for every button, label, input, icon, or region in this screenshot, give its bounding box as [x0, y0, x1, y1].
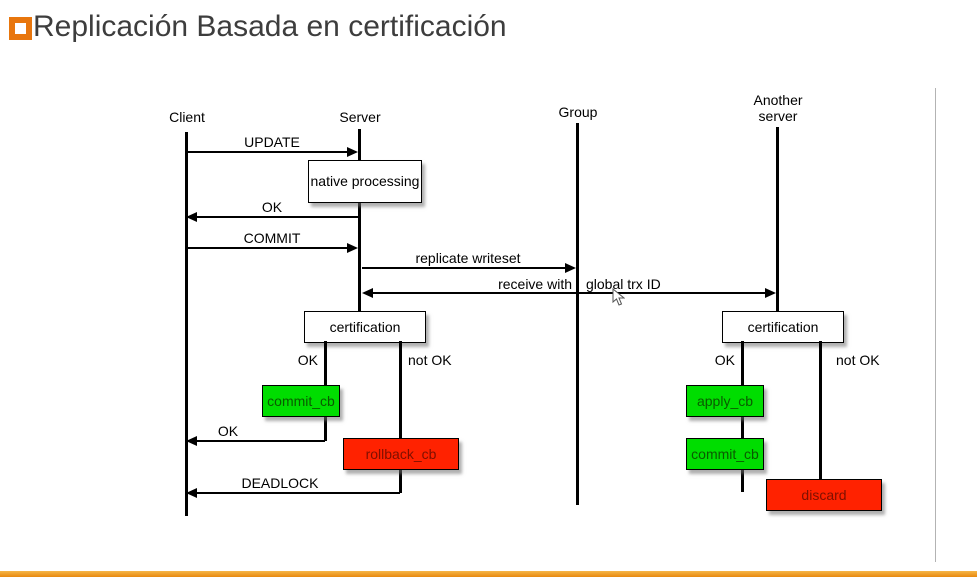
box-apply-cb: apply_cb [686, 385, 764, 417]
arrow-ok-after-commit-label: OK [217, 423, 239, 439]
box-rollback-cb: rollback_cb [343, 438, 459, 470]
another-branch-not-ok-label: not OK [836, 352, 880, 368]
arrow-deadlock [188, 492, 400, 494]
arrow-ok-after-commit [188, 440, 325, 442]
box-discard: discard [766, 479, 882, 511]
arrow-receive-global-trx [364, 292, 774, 294]
another-ok-branch-line [741, 468, 744, 492]
arrow-replicate-writeset-label: replicate writeset [415, 250, 521, 266]
box-another-certification: certification [722, 311, 844, 343]
arrow-deadlock-label: DEADLOCK [241, 475, 319, 491]
server-not-ok-branch-line [399, 341, 402, 438]
server-branch-ok-label: OK [297, 352, 318, 368]
lifeline-label-client: Client [169, 109, 205, 125]
arrow-receive-label-right: global trx ID [586, 276, 661, 292]
lifeline-label-group: Group [558, 104, 598, 120]
arrow-ok-after-processing-label: OK [261, 199, 283, 215]
slide-title: Replicación Basada en certificación [33, 10, 507, 43]
lifeline-server [358, 129, 361, 313]
another-not-ok-branch-line [819, 341, 822, 479]
title-bullet-square-icon [9, 17, 32, 40]
lifeline-label-server: Server [339, 109, 381, 125]
box-server-certification: certification [304, 311, 426, 343]
another-ok-branch-line [741, 341, 744, 385]
lifeline-client [185, 132, 188, 516]
slide-bottom-accent-bar [0, 571, 977, 577]
arrow-update [188, 151, 356, 153]
another-branch-ok-label: OK [714, 352, 735, 368]
lifeline-another-server [776, 127, 779, 313]
server-not-ok-branch-line [399, 468, 402, 493]
another-ok-branch-line [741, 415, 744, 438]
lifeline-label-another-server: Another server [753, 92, 803, 124]
lifeline-group [576, 123, 579, 505]
server-ok-branch-line [324, 415, 327, 441]
mouse-cursor-icon [612, 288, 625, 306]
arrow-ok-after-processing [188, 216, 360, 218]
arrow-commit [188, 247, 356, 249]
arrow-receive-label-left: receive with [498, 276, 572, 292]
server-branch-not-ok-label: not OK [408, 352, 452, 368]
arrow-replicate-writeset [362, 267, 574, 269]
arrow-update-label: UPDATE [244, 134, 300, 150]
arrow-commit-label: COMMIT [243, 230, 301, 246]
server-ok-branch-line [324, 341, 327, 385]
box-server-commit-cb: commit_cb [262, 385, 340, 417]
box-another-commit-cb: commit_cb [686, 438, 764, 470]
box-native-processing: native processing [308, 160, 422, 203]
slide-right-border [935, 88, 936, 562]
